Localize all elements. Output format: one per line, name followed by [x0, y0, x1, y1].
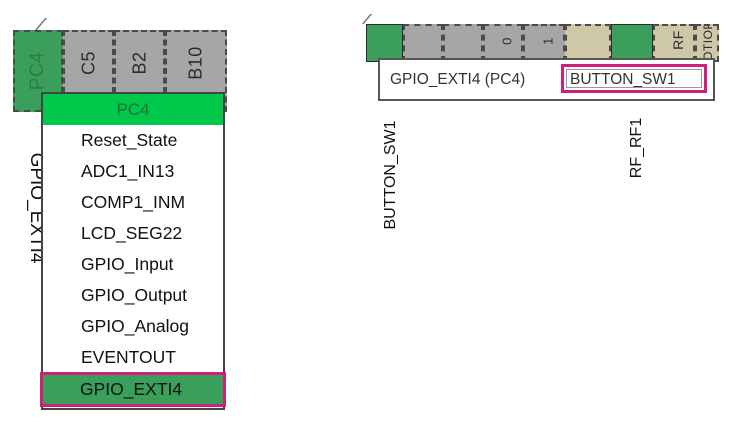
pin-label: PC4: [27, 51, 48, 91]
pin-label: 0: [499, 37, 515, 46]
menu-item-gpio-input[interactable]: GPIO_Input: [81, 254, 174, 274]
menu-item-eventout[interactable]: EVENTOUT: [81, 347, 176, 367]
pin-unassigned[interactable]: [403, 24, 443, 62]
pin-rf[interactable]: RF: [653, 24, 695, 62]
menu-item-reset-state[interactable]: Reset_State: [81, 130, 178, 150]
pin-label-editor: GPIO_EXTI4 (PC4) BUTTON_SW1: [378, 58, 715, 101]
pin-user-label-rf: RF_RF1: [627, 112, 647, 184]
pin-unassigned[interactable]: 0: [483, 24, 523, 62]
pin-user-label-text: RF_RF1: [628, 117, 645, 179]
pin-label: C5: [78, 51, 98, 76]
pin-pc4[interactable]: PC4: [13, 30, 63, 112]
pin-otiop[interactable]: OTIOP: [695, 24, 719, 62]
pin-pc4-assigned[interactable]: [366, 24, 403, 62]
pin-unassigned[interactable]: [443, 24, 483, 62]
user-label-input-value[interactable]: BUTTON_SW1: [566, 69, 702, 88]
pin-user-label-button: BUTTON_SW1: [381, 112, 401, 238]
pin-label: OTIOP: [701, 24, 715, 62]
chip-edge-line: [34, 18, 78, 30]
menu-header: PC4: [43, 94, 223, 125]
menu-item-gpio-exti4[interactable]: GPIO_EXTI4: [40, 372, 226, 407]
pin-label: B2: [129, 51, 149, 75]
pin-function-menu[interactable]: PC4 Reset_State ADC1_IN13 COMP1_INM LCD_…: [40, 92, 226, 410]
pin-rf-assigned[interactable]: [611, 24, 653, 62]
pin-label-editor-caption: GPIO_EXTI4 (PC4): [390, 71, 526, 88]
menu-item-adc1-in13[interactable]: ADC1_IN13: [81, 161, 175, 181]
chip-edge-line: [361, 14, 393, 24]
pin-unassigned[interactable]: 1: [523, 24, 565, 62]
menu-item-gpio-analog[interactable]: GPIO_Analog: [81, 316, 189, 336]
user-label-input[interactable]: BUTTON_SW1: [561, 64, 707, 93]
pin-label: B10: [185, 46, 206, 80]
menu-item-lcd-seg22[interactable]: LCD_SEG22: [81, 223, 183, 243]
pin-label: RF: [669, 29, 686, 50]
pin-reserved[interactable]: [565, 24, 611, 62]
pin-label: 1: [540, 37, 556, 46]
pin-user-label-text: BUTTON_SW1: [382, 120, 399, 230]
menu-item-comp1-inm[interactable]: COMP1_INM: [81, 192, 186, 212]
menu-item-gpio-output[interactable]: GPIO_Output: [81, 285, 188, 305]
